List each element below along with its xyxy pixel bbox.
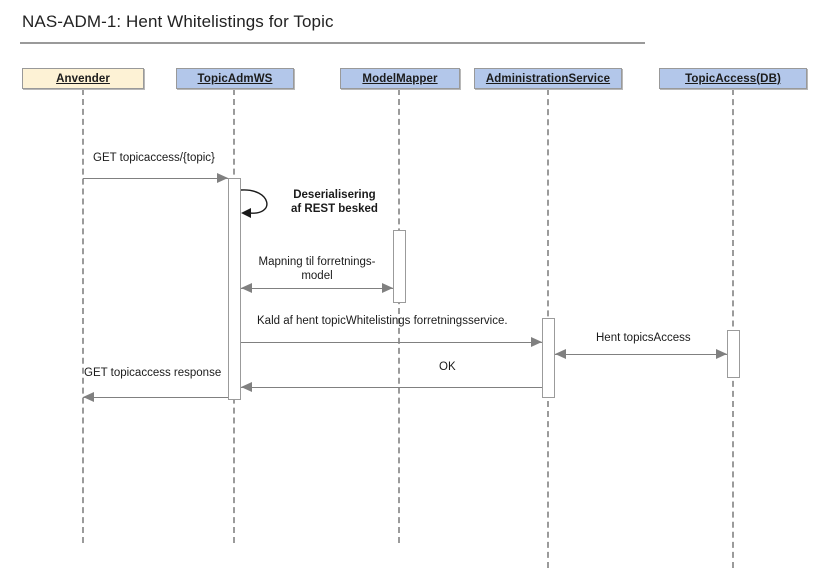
participant-label-topicaccessdb: TopicAccess(DB)	[685, 72, 781, 85]
lifeline-topicaccessdb	[732, 89, 734, 568]
participant-box-anvender[interactable]: Anvender	[22, 68, 144, 89]
message-label-m4: Kald af hent topicWhitelistings forretni…	[257, 315, 508, 327]
participant-label-topicadmws: TopicAdmWS	[197, 72, 273, 85]
page-title: NAS-ADM-1: Hent Whitelistings for Topic	[22, 12, 334, 31]
activation-bar-topicaccessdb	[726, 330, 740, 378]
self-call-loop-topicadmws	[240, 189, 267, 218]
arrowhead-right-m5	[715, 349, 727, 359]
lifeline-modelmapper	[398, 89, 400, 543]
arrowhead-m6	[240, 382, 252, 392]
activation-bar-modelmapper	[392, 230, 406, 303]
participant-label-administrationservice: AdministrationService	[485, 72, 611, 85]
message-label-m1: GET topicaccess/{topic}	[93, 152, 215, 164]
message-line-m3	[240, 288, 393, 289]
message-line-m7	[83, 397, 228, 398]
message-label-m7: GET topicaccess response	[84, 367, 222, 379]
message-line-m1	[83, 178, 228, 179]
arrowhead-right-m3	[381, 283, 393, 293]
arrowhead-left-m5	[554, 349, 566, 359]
message-label-m6: OK	[439, 361, 456, 373]
participant-box-modelmapper[interactable]: ModelMapper	[340, 68, 460, 89]
title-divider	[20, 42, 645, 44]
message-label-m3: Mapning til forretnings-model	[252, 255, 382, 283]
message-line-m5	[554, 354, 727, 355]
participant-label-anvender: Anvender	[56, 72, 110, 85]
message-label-line1-m2: Deserialisering	[293, 189, 376, 201]
activation-bar-administrationservice	[541, 318, 555, 398]
message-label-m2: Deserialisering af REST besked	[291, 188, 378, 216]
participant-box-administrationservice[interactable]: AdministrationService	[474, 68, 622, 89]
message-line-m6	[240, 387, 542, 388]
participant-label-modelmapper: ModelMapper	[362, 72, 438, 85]
message-label-m5: Hent topicsAccess	[596, 332, 691, 344]
message-label-line2-m3: model	[301, 270, 333, 282]
activation-bar-topicadmws	[227, 178, 241, 400]
arrowhead-left-m3	[240, 283, 252, 293]
message-line-m4	[240, 342, 542, 343]
arrowhead-m1	[216, 173, 228, 183]
message-label-line2-m2: af REST besked	[291, 203, 378, 215]
lifeline-anvender	[82, 89, 84, 543]
participant-box-topicaccessdb[interactable]: TopicAccess(DB)	[659, 68, 807, 89]
message-label-line1-m3: Mapning til forretnings-	[258, 256, 376, 268]
arrowhead-m7	[83, 392, 94, 402]
participant-box-topicadmws[interactable]: TopicAdmWS	[176, 68, 294, 89]
arrowhead-m4	[530, 337, 542, 347]
